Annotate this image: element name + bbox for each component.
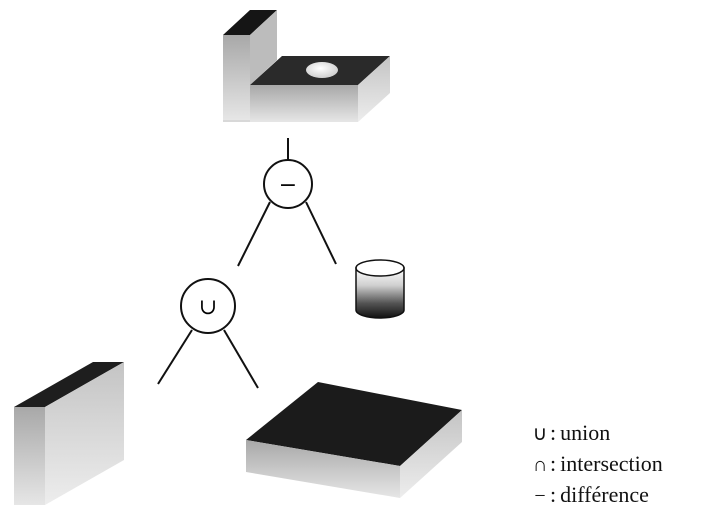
legend-item-union: ∪ : union [532, 418, 663, 449]
difference-symbol: − [534, 485, 546, 507]
cylinder-primitive [355, 259, 405, 319]
legend-separator: : [550, 420, 557, 445]
operator-node-union: ∪ [180, 278, 236, 334]
edge-root-cylinder [305, 201, 337, 265]
operator-symbol-root: − [279, 173, 297, 198]
result-solid [223, 10, 390, 122]
edge-union-slab [223, 329, 259, 389]
slab-primitive [246, 382, 462, 498]
cylinder-hole [306, 62, 338, 78]
legend-separator: : [550, 451, 557, 476]
legend-item-intersection: ∩ : intersection [532, 449, 663, 480]
intersection-symbol: ∩ [532, 454, 548, 476]
legend-label-difference: différence [560, 482, 649, 507]
legend-label-intersection: intersection [560, 451, 663, 476]
edge-union-block [157, 329, 193, 385]
legend-separator: : [550, 482, 557, 507]
operator-node-difference: − [263, 159, 313, 209]
tall-block-primitive [14, 362, 124, 505]
union-symbol: ∪ [532, 423, 548, 445]
operator-legend: ∪ : union ∩ : intersection − : différenc… [532, 418, 663, 511]
legend-item-difference: − : différence [532, 480, 663, 511]
edge-root-union [237, 201, 271, 267]
operator-symbol-child: ∪ [199, 295, 217, 320]
legend-label-union: union [560, 420, 611, 445]
